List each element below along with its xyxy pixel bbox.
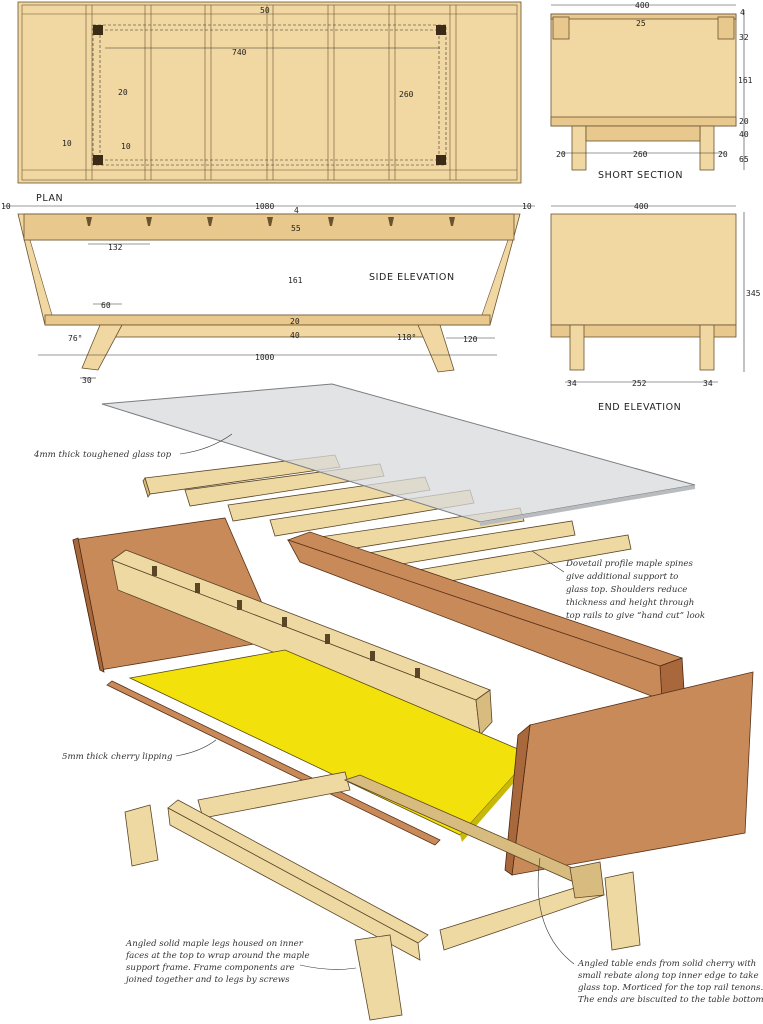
dim-ss-20b: 20 xyxy=(718,150,728,159)
dim-se-60: 60 xyxy=(101,301,111,310)
side-elevation-title: SIDE ELEVATION xyxy=(369,272,455,283)
dim-se-20: 20 xyxy=(290,317,300,326)
dim-ee-345: 345 xyxy=(746,289,761,298)
note-lipping: 5mm thick cherry lipping xyxy=(62,752,173,762)
dim-ss-32: 32 xyxy=(739,33,749,42)
dim-ss-4: 4 xyxy=(740,8,745,17)
dim-se-1080: 1080 xyxy=(255,202,274,211)
dim-ss-400: 400 xyxy=(635,1,650,10)
dim-ss-40: 40 xyxy=(739,130,749,139)
dim-ee-252: 252 xyxy=(632,379,647,388)
annotation-notes: 4mm thick toughened glass top Dovetail p… xyxy=(33,433,763,1005)
note-spines-line5: top rails to give “hand cut” look xyxy=(566,610,705,621)
note-ends-line4: The ends are biscuited to the table bott… xyxy=(578,995,763,1005)
dim-ee-400: 400 xyxy=(634,202,649,211)
dim-se-118: 118° xyxy=(397,333,416,342)
dim-se-30: 30 xyxy=(82,376,92,385)
note-legs-line3: support frame. Frame components are xyxy=(126,963,295,973)
dim-ss-161: 161 xyxy=(738,76,753,85)
note-legs-line2: faces at the top to wrap around the mapl… xyxy=(125,951,310,961)
dim-ss-20a: 20 xyxy=(556,150,566,159)
dim-ee-34b: 34 xyxy=(703,379,713,388)
dim-se-1000: 1000 xyxy=(255,353,274,362)
dim-plan-20: 20 xyxy=(118,88,128,97)
dim-plan-10a: 10 xyxy=(62,139,72,148)
dim-se-132: 132 xyxy=(108,243,123,252)
dim-plan-10b: 10 xyxy=(121,142,131,151)
dim-se-161: 161 xyxy=(288,276,303,285)
dim-ss-25: 25 xyxy=(636,19,646,28)
dim-se-10r: 10 xyxy=(522,202,532,211)
note-spines-line2: give additional support to xyxy=(566,572,678,582)
note-spines-line1: Dovetail profile maple spines xyxy=(565,559,694,569)
note-legs-line1: Angled solid maple legs housed on inner xyxy=(125,939,304,949)
note-spines-line4: thickness and height through xyxy=(566,598,694,608)
right-table-end xyxy=(511,671,754,876)
dim-se-55: 55 xyxy=(291,224,301,233)
note-ends-line2: small rebate along top inner edge to tak… xyxy=(578,971,759,981)
short-section-view: 400 25 4 32 161 20 40 65 20 260 20 SHORT… xyxy=(550,1,753,181)
dim-plan-740: 740 xyxy=(232,48,247,57)
maple-legs xyxy=(124,804,641,1021)
end-elevation-title: END ELEVATION xyxy=(598,402,681,413)
exploded-view xyxy=(72,383,754,1021)
short-section-title: SHORT SECTION xyxy=(598,170,683,181)
note-ends-line3: glass top. Morticed for the top rail ten… xyxy=(578,983,763,993)
note-glass: 4mm thick toughened glass top xyxy=(33,450,172,460)
dim-ss-20r: 20 xyxy=(739,117,749,126)
dim-se-76: 76° xyxy=(68,334,82,343)
support-frame xyxy=(167,771,605,961)
dim-se-10l: 10 xyxy=(1,202,11,211)
dim-ee-34a: 34 xyxy=(567,379,577,388)
plan-view: 50 740 20 260 10 10 PLAN xyxy=(17,1,522,204)
dim-plan-50: 50 xyxy=(260,6,270,15)
dim-ss-260: 260 xyxy=(633,150,648,159)
dim-se-40: 40 xyxy=(290,331,300,340)
side-elevation-view: 10 1080 10 4 55 132 161 60 20 40 76° 118… xyxy=(1,202,535,385)
dim-se-120: 120 xyxy=(463,335,478,344)
note-legs-line4: joined together and to legs by screws xyxy=(124,975,290,985)
note-ends-line1: Angled table ends from solid cherry with xyxy=(577,959,756,969)
dim-plan-260: 260 xyxy=(399,90,414,99)
dim-se-4: 4 xyxy=(294,206,299,215)
end-elevation-view: 400 345 34 252 34 END ELEVATION xyxy=(550,202,761,413)
note-spines-line3: glass top. Shoulders reduce xyxy=(566,585,687,595)
dim-ss-65: 65 xyxy=(739,155,749,164)
plan-title: PLAN xyxy=(36,193,63,204)
